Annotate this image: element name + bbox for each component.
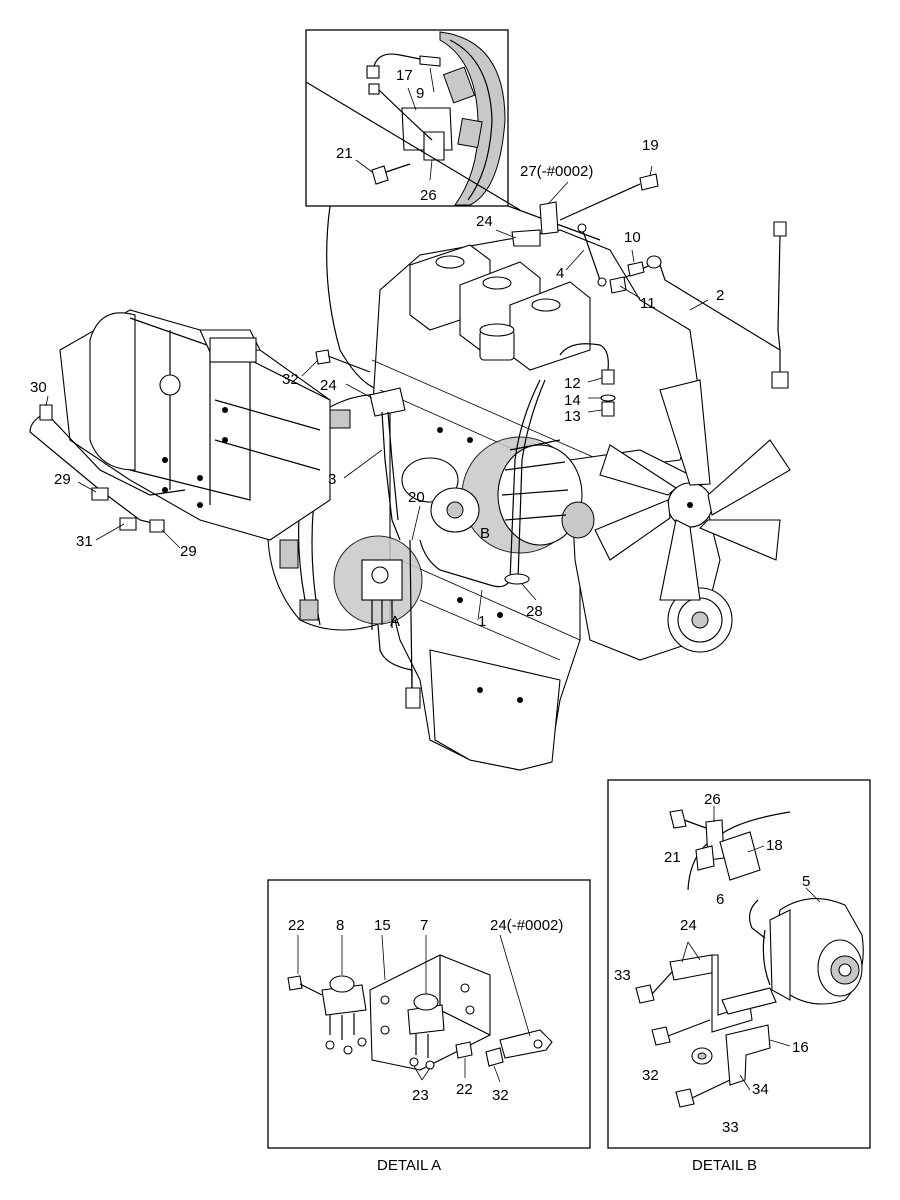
detail-b-callout-18: 18 [766,837,783,854]
detail-a-callout-22-bottom: 22 [456,1081,473,1098]
leader-lines [45,67,709,621]
detail-b-callout-21: 21 [664,849,681,866]
callout-29-b: 29 [180,543,197,560]
callout-32-main: 32 [282,371,299,388]
callout-9: 9 [416,85,424,102]
detail-a-callout-32: 32 [492,1087,509,1104]
callout-24-top: 24 [476,213,493,230]
callout-13: 13 [564,408,581,425]
callout-4: 4 [556,265,564,282]
callout-A: A [390,613,400,630]
callout-31: 31 [76,533,93,550]
callout-2: 2 [716,287,724,304]
detail-a-callout-22-top: 22 [288,917,305,934]
detail-b-callout-34: 34 [752,1081,769,1098]
callout-20: 20 [408,489,425,506]
detail-b-callout-33-top: 33 [614,967,631,984]
detail-b-callout-6: 6 [716,891,724,908]
callout-19: 19 [642,137,659,154]
detail-a-callout-23: 23 [412,1087,429,1104]
callout-B: B [480,525,490,542]
callout-10: 10 [624,229,641,246]
detail-b-panel [607,779,871,1149]
detail-b-caption: DETAIL B [692,1157,757,1174]
fan [594,379,791,601]
callout-labels: 17 9 21 26 19 27(-#0002) 24 10 4 2 11 12… [30,67,810,1136]
callout-26: 26 [420,187,437,204]
callout-1: 1 [478,613,486,630]
callout-21: 21 [336,145,353,162]
callout-24-main: 24 [320,377,337,394]
callout-30: 30 [30,379,47,396]
detail-b-callout-5: 5 [802,873,810,890]
detail-a-marker [333,535,423,709]
callout-17: 17 [396,67,413,84]
detail-a-caption: DETAIL A [377,1157,441,1174]
detail-a-callout-15: 15 [374,917,391,934]
inset-top [305,29,601,391]
callout-28: 28 [526,603,543,620]
detail-b-callout-24: 24 [680,917,697,934]
callout-3: 3 [328,471,336,488]
detail-b-callout-33-bottom: 33 [722,1119,739,1136]
detail-a-panel [267,879,591,1149]
detail-a-callout-24: 24(-#0002) [490,917,563,934]
callout-12: 12 [564,375,581,392]
detail-b-callout-32: 32 [642,1067,659,1084]
callout-14: 14 [564,392,581,409]
engine-assembly [371,229,791,771]
detail-b-callout-26: 26 [704,791,721,808]
detail-a-callout-7: 7 [420,917,428,934]
detail-b-callout-16: 16 [792,1039,809,1056]
callout-27: 27(-#0002) [520,163,593,180]
callout-29-a: 29 [54,471,71,488]
harness-2 [315,173,789,541]
detail-a-callout-8: 8 [336,917,344,934]
hydraulic-pump [29,309,391,631]
callout-11: 11 [640,295,656,312]
